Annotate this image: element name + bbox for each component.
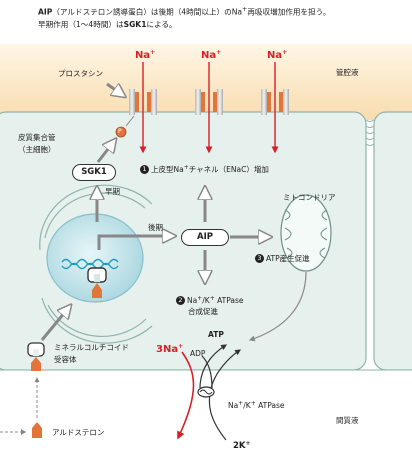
sgk1-arrow <box>96 140 115 163</box>
interstitial-label: 間質液 <box>336 416 359 425</box>
lumen-label: 管腔液 <box>336 68 359 77</box>
lumen-area <box>0 44 412 120</box>
mitochondria <box>280 194 332 272</box>
phospho-p-label: P <box>118 128 122 135</box>
enac-channel <box>195 62 223 154</box>
cortical-duct-label: 皮質集合管 <box>18 133 56 142</box>
na3-label: 3Na+ <box>156 343 184 356</box>
atp-supply-arrow <box>248 271 307 342</box>
prostasin-arrow <box>106 82 124 96</box>
step-2-badge: 2 <box>176 296 185 305</box>
pump-annotation-2: 合成促進 <box>188 307 218 316</box>
aldosterone-path <box>0 377 40 435</box>
prostasin-label: プロスタシン <box>58 69 103 78</box>
aip-box: AIP <box>181 229 229 246</box>
late-arrow <box>97 236 174 250</box>
neighbor-cell <box>373 111 412 371</box>
aldosterone-icon <box>32 422 42 438</box>
sgk1-box: SGK1 <box>72 164 116 181</box>
pump-label: Na+/K+ ATPase <box>228 400 285 411</box>
atp-label: ATP <box>208 330 224 339</box>
receptor-icon <box>27 342 45 371</box>
caption-line-1: AIP（アルドステロン誘導蛋白）は後期（4時間以上）のNa+再吸収増加作用を担う… <box>38 6 331 17</box>
tight-junction <box>365 119 375 146</box>
enac-channel <box>129 62 157 154</box>
receptor-label-2: 受容体 <box>54 355 77 364</box>
receptor-arrow <box>40 306 70 341</box>
interstitial-area <box>0 370 412 463</box>
principal-cell-label: （主細胞） <box>18 145 56 154</box>
mitochondria-label: ミトコンドリア <box>283 193 336 202</box>
adp-label: ADP <box>190 349 206 358</box>
caption-line-2: 早期作用（1〜4時間）はSGK1による。 <box>38 20 177 29</box>
phospho-p <box>115 126 127 138</box>
early-label: 早期 <box>105 187 120 196</box>
enac-channel <box>261 62 289 154</box>
na-label: Na+ <box>135 49 156 62</box>
step-3-badge: 3 <box>255 254 264 263</box>
receptor-label: ミネラルコルチコイド <box>54 343 129 352</box>
aldosterone-label: アルドステロン <box>52 428 105 437</box>
k2-label: 2K+ <box>233 440 251 452</box>
na-label: Na+ <box>267 49 288 62</box>
late-label: 後期 <box>148 223 163 232</box>
step-1-badge: 1 <box>140 165 149 174</box>
na-k-atpase-pump <box>177 344 241 441</box>
na-label: Na+ <box>201 49 222 62</box>
